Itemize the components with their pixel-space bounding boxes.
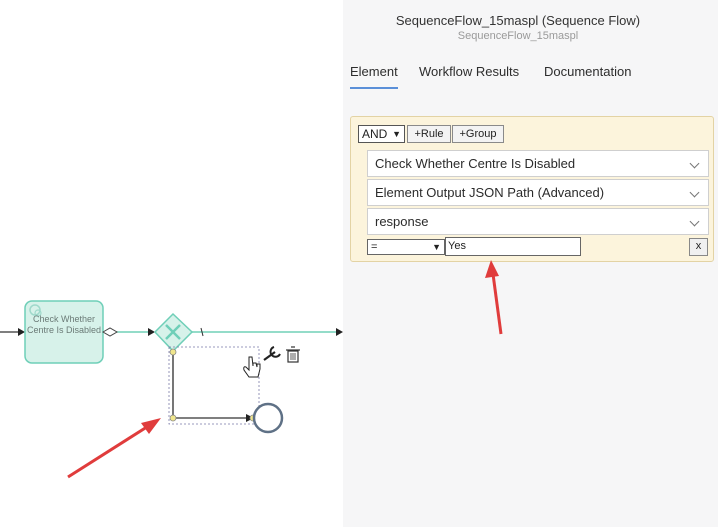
field-select-json-path[interactable]: response: [367, 208, 709, 235]
chevron-down-icon: ▼: [432, 242, 441, 252]
chevron-down-icon: ▼: [392, 129, 401, 139]
annotation-arrow-canvas: [67, 418, 161, 479]
flow-waypoint-start[interactable]: [169, 348, 177, 356]
combinator-value: AND: [362, 127, 388, 141]
wrench-icon[interactable]: [263, 346, 281, 361]
end-event[interactable]: [252, 402, 284, 434]
diagram-canvas[interactable]: Check Whether Centre Is Disabled: [0, 0, 343, 527]
field-select-output-type[interactable]: Element Output JSON Path (Advanced): [367, 179, 709, 206]
task-label: Check Whether Centre Is Disabled: [26, 314, 102, 335]
properties-panel: SequenceFlow_15maspl (Sequence Flow) Seq…: [343, 0, 718, 527]
chevron-down-icon: [689, 158, 700, 169]
condition-rule-group: AND ▼ +Rule +Group Check Whether Centre …: [350, 116, 714, 262]
field-select-element-value: Check Whether Centre Is Disabled: [375, 156, 576, 171]
field-select-output-type-value: Element Output JSON Path (Advanced): [375, 185, 605, 200]
default-flow-marker: [200, 327, 204, 337]
chevron-down-icon: [689, 216, 700, 227]
operator-value: =: [371, 241, 378, 253]
value-input[interactable]: Yes: [445, 237, 581, 256]
add-rule-button[interactable]: +Rule: [407, 125, 451, 143]
flow-waypoint-bend[interactable]: [169, 414, 177, 422]
remove-rule-button[interactable]: x: [689, 238, 708, 256]
tab-documentation[interactable]: Documentation: [544, 64, 632, 79]
field-select-json-path-value: response: [375, 214, 429, 229]
chevron-down-icon: [689, 187, 700, 198]
panel-title: SequenceFlow_15maspl (Sequence Flow): [395, 13, 641, 28]
conditional-flow-marker: [101, 327, 119, 337]
add-group-button[interactable]: +Group: [452, 125, 504, 143]
hand-cursor-icon: [243, 356, 261, 378]
tab-element[interactable]: Element: [350, 64, 398, 89]
panel-subtitle: SequenceFlow_15maspl: [457, 30, 579, 42]
combinator-select[interactable]: AND ▼: [358, 125, 405, 143]
operator-select[interactable]: = ▼: [367, 239, 445, 255]
selection-outline: [168, 346, 260, 425]
next-arrowhead: [336, 328, 343, 336]
gateway-arrowhead: [148, 328, 155, 336]
annotation-arrow-panel: [485, 260, 503, 335]
bpmn-diagram: [0, 300, 343, 479]
incoming-arrowhead: [18, 328, 25, 336]
field-select-element[interactable]: Check Whether Centre Is Disabled: [367, 150, 709, 177]
tab-workflow-results[interactable]: Workflow Results: [419, 64, 520, 79]
gear-icon: [29, 304, 42, 317]
gateway-x-icon: [165, 324, 181, 340]
trash-icon[interactable]: [286, 346, 300, 363]
selected-sequence-flow[interactable]: [172, 351, 248, 419]
